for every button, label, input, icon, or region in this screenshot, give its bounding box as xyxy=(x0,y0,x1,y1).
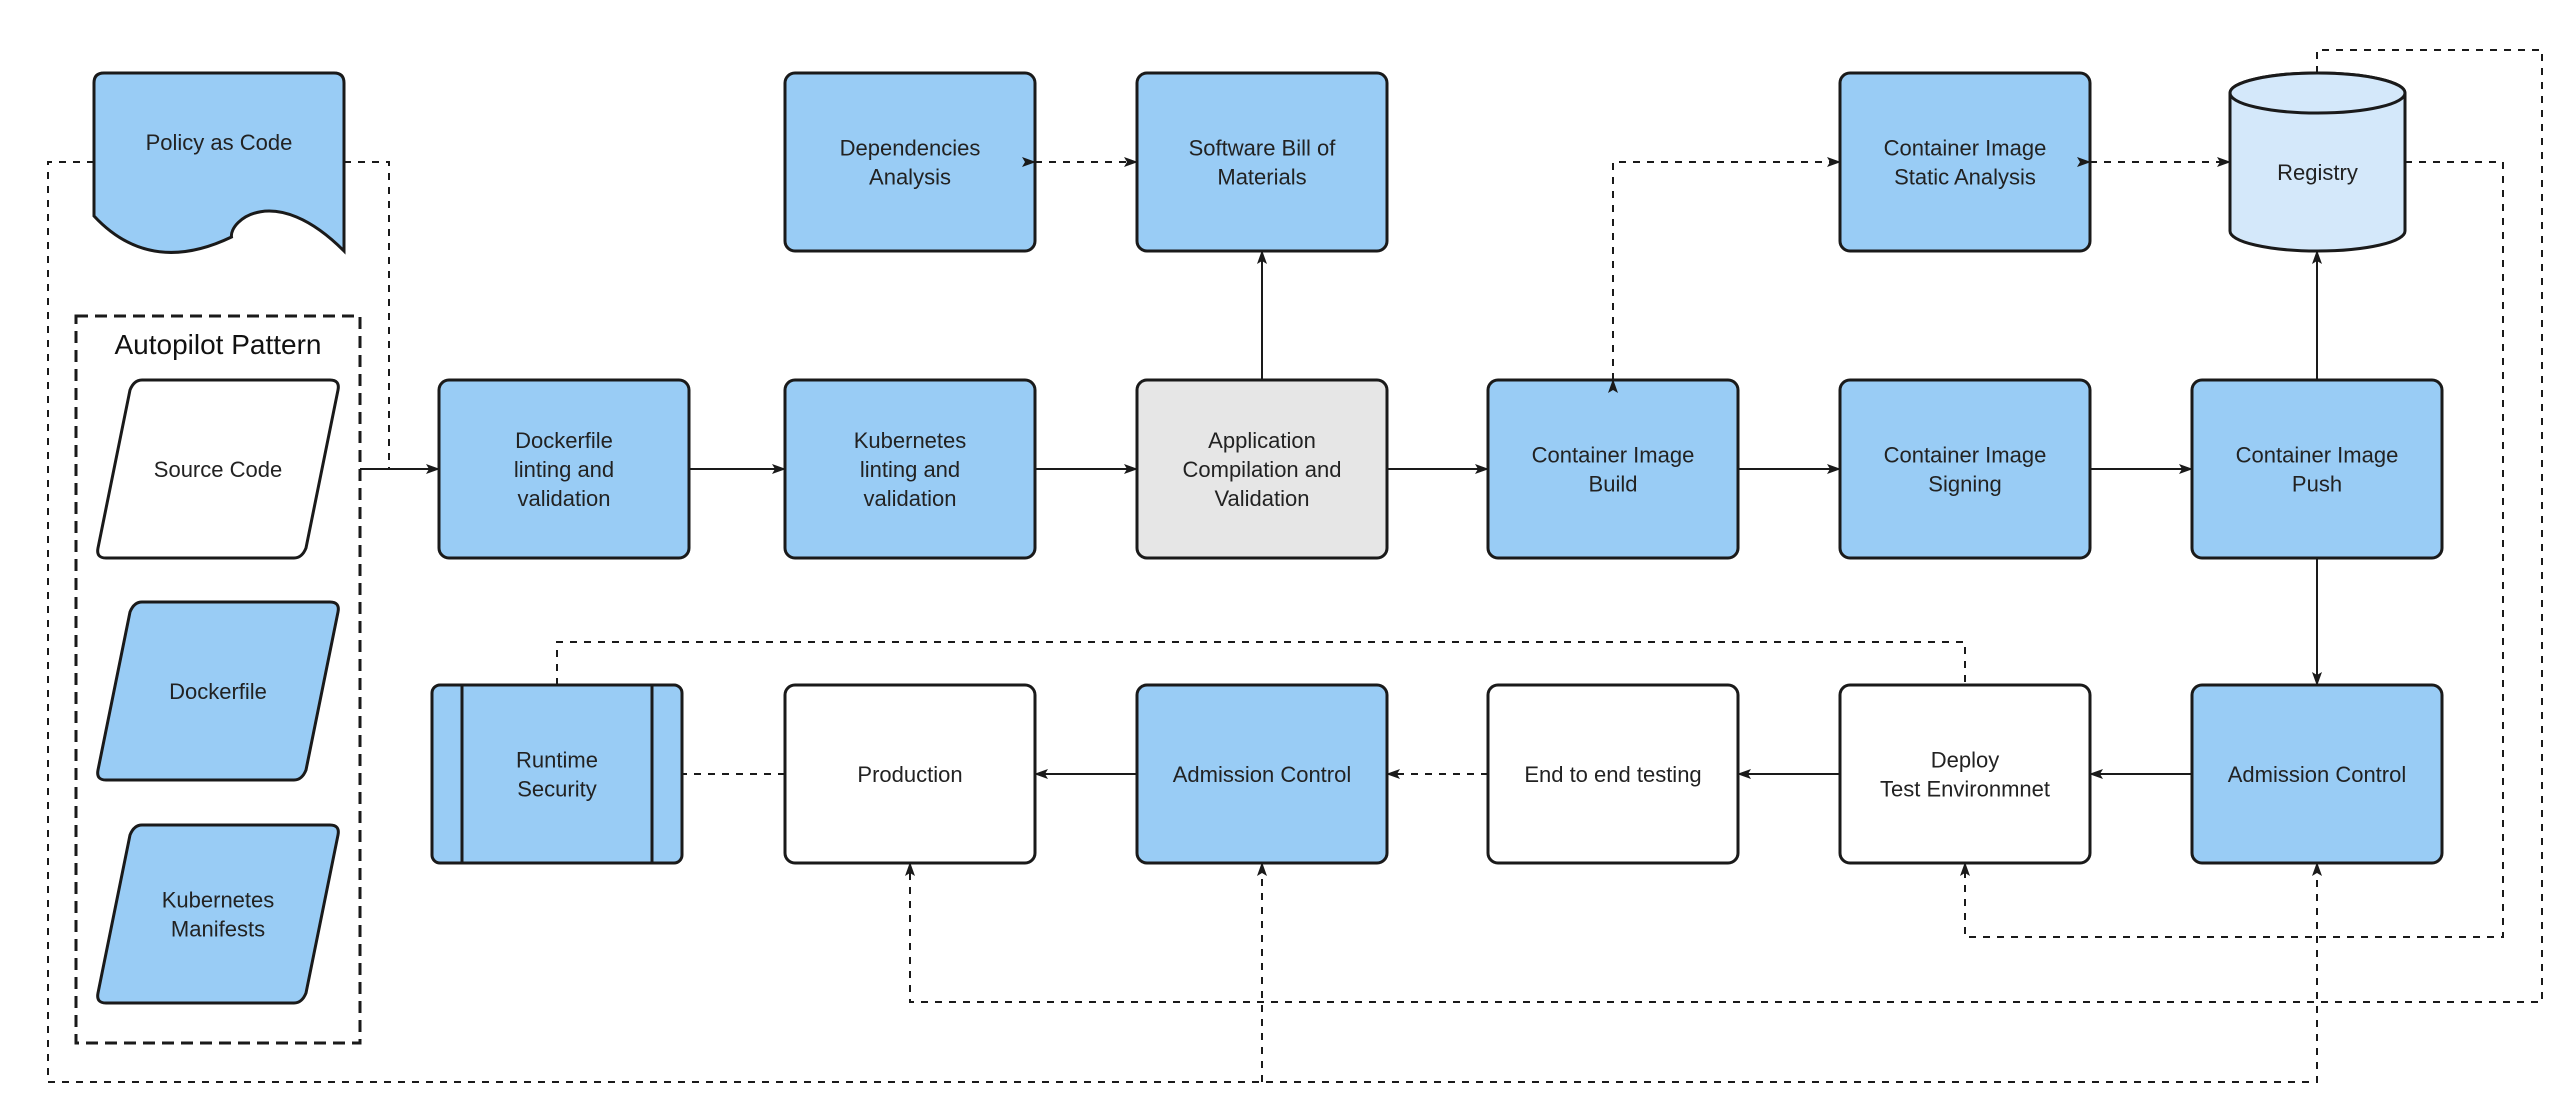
node-label: Static Analysis xyxy=(1894,165,2036,190)
node-label: Admission Control xyxy=(2228,762,2407,787)
node-end-to-end-testing: End to end testing xyxy=(1486,683,1740,865)
autopilot-pattern-title: Autopilot Pattern xyxy=(114,329,321,360)
edge-policy-to-admission xyxy=(47,161,2322,1083)
node-label: validation xyxy=(518,486,611,511)
node-label: Deploy xyxy=(1931,748,1999,773)
autopilot-pattern-group xyxy=(74,314,362,1045)
node-label: Source Code xyxy=(154,457,282,482)
node-sbom: Software Bill of Materials xyxy=(1135,71,1389,253)
node-label: Container Image xyxy=(1884,443,2047,468)
node-source-code: Source Code xyxy=(96,378,340,560)
node-label: Test Environmnet xyxy=(1880,777,2050,802)
node-admission-control-right: Admission Control xyxy=(2190,683,2444,865)
node-label: Materials xyxy=(1217,165,1306,190)
node-label: Dockerfile xyxy=(515,428,613,453)
node-label: Application xyxy=(1208,428,1316,453)
node-label: linting and xyxy=(514,457,614,482)
node-label: Container Image xyxy=(2236,443,2399,468)
node-label: Push xyxy=(2292,472,2342,497)
node-label: End to end testing xyxy=(1524,762,1701,787)
edge-registry-to-deploy xyxy=(1960,161,2504,938)
node-label: Kubernetes xyxy=(162,888,275,913)
node-label: Dependencies xyxy=(840,136,981,161)
node-label: Manifests xyxy=(171,917,265,942)
edge-registry-to-production xyxy=(905,49,2543,1003)
node-label: Registry xyxy=(2277,160,2358,185)
node-label: linting and xyxy=(860,457,960,482)
node-admission-control-left: Admission Control xyxy=(1135,683,1389,865)
node-kubernetes-linting: Kubernetes linting and validation xyxy=(783,378,1037,560)
edges-layer xyxy=(47,49,2543,1083)
node-dockerfile: Dockerfile xyxy=(96,600,340,782)
node-label: Admission Control xyxy=(1173,762,1352,787)
edge-policy-to-dockerfile-linting xyxy=(344,161,439,470)
node-label: validation xyxy=(864,486,957,511)
node-label: Dockerfile xyxy=(169,679,267,704)
node-label: Policy as Code xyxy=(146,130,293,155)
node-label: Runtime xyxy=(516,748,598,773)
node-label: Signing xyxy=(1928,472,2001,497)
node-label: Build xyxy=(1589,472,1638,497)
node-label: Software Bill of xyxy=(1189,136,1337,161)
node-dockerfile-linting: Dockerfile linting and validation xyxy=(437,378,691,560)
node-production: Production xyxy=(783,683,1037,865)
edge-build-static-analysis xyxy=(1608,157,1841,393)
edge-runtime-deploy xyxy=(556,641,1966,685)
node-label: Validation xyxy=(1215,486,1310,511)
node-label: Kubernetes xyxy=(854,428,967,453)
node-label: Security xyxy=(517,777,596,802)
node-label: Container Image xyxy=(1532,443,1695,468)
node-label: Analysis xyxy=(869,165,951,190)
node-label: Production xyxy=(857,762,962,787)
node-policy-as-code: Policy as Code xyxy=(92,71,346,255)
node-registry: Registry xyxy=(2228,71,2407,253)
node-label: Compilation and xyxy=(1183,457,1342,482)
node-label: Container Image xyxy=(1884,136,2047,161)
